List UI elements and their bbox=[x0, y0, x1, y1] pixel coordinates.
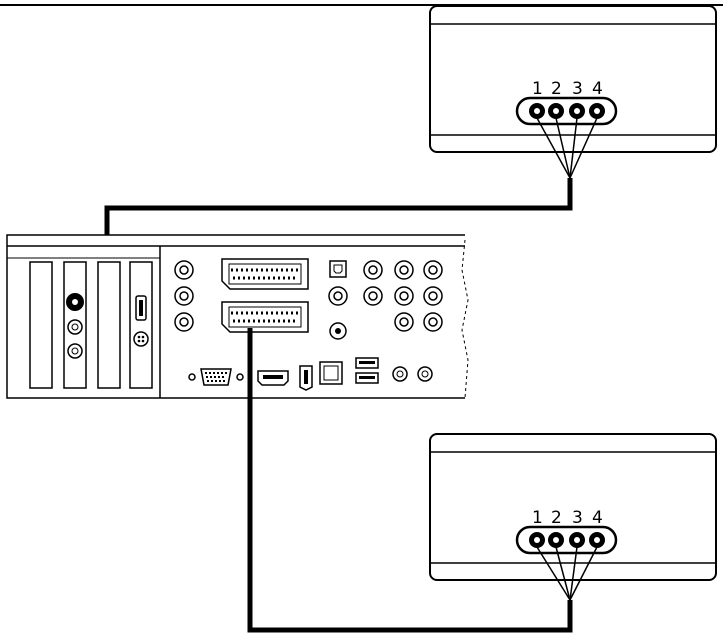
tv-card-audio-port-1-inner bbox=[71, 323, 79, 331]
lower-port-3-hole bbox=[574, 537, 580, 543]
lower-device: 1 2 3 4 bbox=[429, 433, 717, 601]
upper-device: 1 2 3 4 bbox=[429, 5, 717, 179]
upper-device-port-housing bbox=[515, 96, 618, 126]
upper-port-label-4: 4 bbox=[592, 79, 603, 99]
hdmi-port-inner bbox=[263, 375, 283, 379]
lower-port-label-2: 2 bbox=[551, 508, 562, 528]
svideo-pin-2 bbox=[141, 335, 145, 339]
upper-port-1-hole bbox=[534, 108, 540, 114]
upper-port-3-hole bbox=[574, 108, 580, 114]
lower-device-outer-case bbox=[429, 433, 717, 581]
upper-port-label-1: 1 bbox=[532, 79, 543, 99]
lower-port-2-hole bbox=[553, 537, 559, 543]
expansion-slot-4 bbox=[129, 261, 153, 389]
upper-port-label-2: 2 bbox=[551, 79, 562, 99]
svideo-pin-1 bbox=[137, 335, 141, 339]
vga-screw-left bbox=[188, 373, 196, 381]
svideo-port bbox=[133, 331, 149, 347]
lower-cable bbox=[247, 328, 573, 633]
lower-port-4-hole bbox=[594, 537, 600, 543]
upper-device-inner-panel bbox=[429, 23, 717, 136]
upper-fan-lines bbox=[536, 117, 598, 179]
lower-port-label-1: 1 bbox=[532, 508, 543, 528]
usb-port-bottom-inner bbox=[359, 376, 375, 379]
coax-audio-port-inner bbox=[333, 291, 343, 301]
usb-port-top-inner bbox=[359, 361, 375, 364]
audio-jack-2-inner bbox=[421, 370, 429, 378]
expansion-slot-3 bbox=[97, 261, 121, 389]
lower-port-label-4: 4 bbox=[592, 508, 603, 528]
lower-port-1-hole bbox=[534, 537, 540, 543]
firewire-port-inner bbox=[304, 370, 308, 384]
scart-port-bottom bbox=[221, 301, 309, 333]
computer-rear-panel bbox=[6, 234, 469, 399]
lower-device-port-housing bbox=[515, 525, 618, 555]
optical-audio-port bbox=[329, 260, 347, 278]
tv-card-audio-port-2-inner bbox=[71, 347, 79, 355]
upper-port-label-3: 3 bbox=[572, 79, 583, 99]
upper-port-2-hole bbox=[553, 108, 559, 114]
upper-port-4-hole bbox=[594, 108, 600, 114]
left-rca-column bbox=[174, 260, 194, 332]
hdmi-port-vertical-inner bbox=[139, 300, 143, 316]
ethernet-port-inner bbox=[323, 365, 339, 381]
lower-device-inner-panel bbox=[429, 451, 717, 564]
svideo-pin-3 bbox=[137, 339, 141, 343]
lower-port-label-3: 3 bbox=[572, 508, 583, 528]
vga-screw-right bbox=[236, 373, 244, 381]
ethernet-port bbox=[319, 361, 343, 385]
audio-jack-1-inner bbox=[396, 370, 404, 378]
case-break-edge bbox=[461, 239, 469, 399]
optical-audio-port-inner bbox=[333, 264, 343, 274]
svideo-pin-4 bbox=[141, 339, 145, 343]
rca-port-grid bbox=[363, 260, 443, 332]
scart-port-top bbox=[221, 258, 309, 290]
expansion-slot-1 bbox=[29, 261, 53, 389]
antenna-f-connector-pin bbox=[335, 328, 341, 334]
tv-card-antenna-port-hole bbox=[72, 299, 78, 305]
lower-fan-lines bbox=[536, 546, 598, 601]
